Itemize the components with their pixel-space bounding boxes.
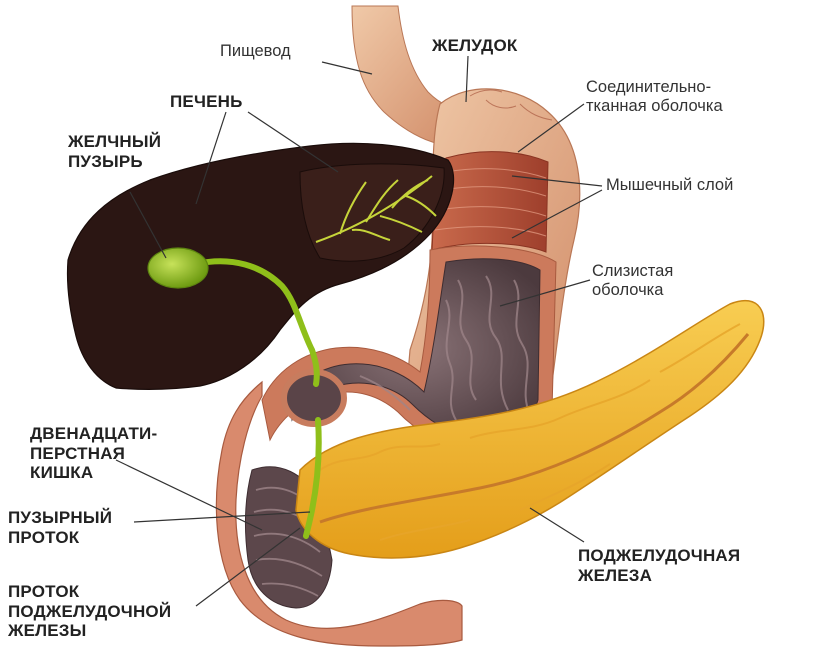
leader-liver-b xyxy=(247,111,339,173)
leader-stomach xyxy=(465,55,469,103)
label-duodenum: ДВЕНАДЦАТИ- ПЕРСТНАЯ КИШКА xyxy=(30,424,158,483)
label-gallbladder: ЖЕЛЧНЫЙ ПУЗЫРЬ xyxy=(68,132,162,171)
leader-esophagus xyxy=(321,61,373,75)
pancreatic-duct-shape xyxy=(319,333,750,524)
leader-mucosa xyxy=(499,279,591,307)
leader-lines xyxy=(115,55,603,607)
label-liver: ПЕЧЕНЬ xyxy=(170,92,243,111)
label-pancreas: ПОДЖЕЛУДОЧНАЯ ЖЕЛЕЗА xyxy=(578,546,741,585)
leader-serosa xyxy=(517,103,585,153)
leader-gallbladder xyxy=(129,191,167,259)
bile-veins xyxy=(315,175,437,243)
label-stomach: ЖЕЛУДОК xyxy=(432,36,518,55)
leader-duodenum xyxy=(115,459,263,531)
gallbladder-shape xyxy=(147,247,209,289)
pancreas-shape xyxy=(295,299,765,559)
leader-pancreatic-duct xyxy=(195,527,301,607)
leader-muscle-a xyxy=(511,175,603,187)
label-serosa: Соединительно- тканная оболочка xyxy=(586,78,723,115)
common-bile-duct xyxy=(303,417,322,539)
label-esophagus: Пищевод xyxy=(220,42,291,60)
leader-cystic-duct xyxy=(133,511,311,523)
leader-pancreas xyxy=(529,507,585,543)
leader-muscle-b xyxy=(511,189,603,239)
bile-duct xyxy=(193,258,320,387)
label-pancreatic-duct: ПРОТОК ПОДЖЕЛУДОЧНОЙ ЖЕЛЕЗЫ xyxy=(8,582,172,641)
leader-liver-a xyxy=(195,111,227,205)
label-cystic-duct: ПУЗЫРНЫЙ ПРОТОК xyxy=(8,508,113,547)
label-muscle-layer: Мышечный слой xyxy=(606,176,734,194)
label-mucosa: Слизистая оболочка xyxy=(592,262,674,299)
duodenum-shape xyxy=(215,380,463,647)
